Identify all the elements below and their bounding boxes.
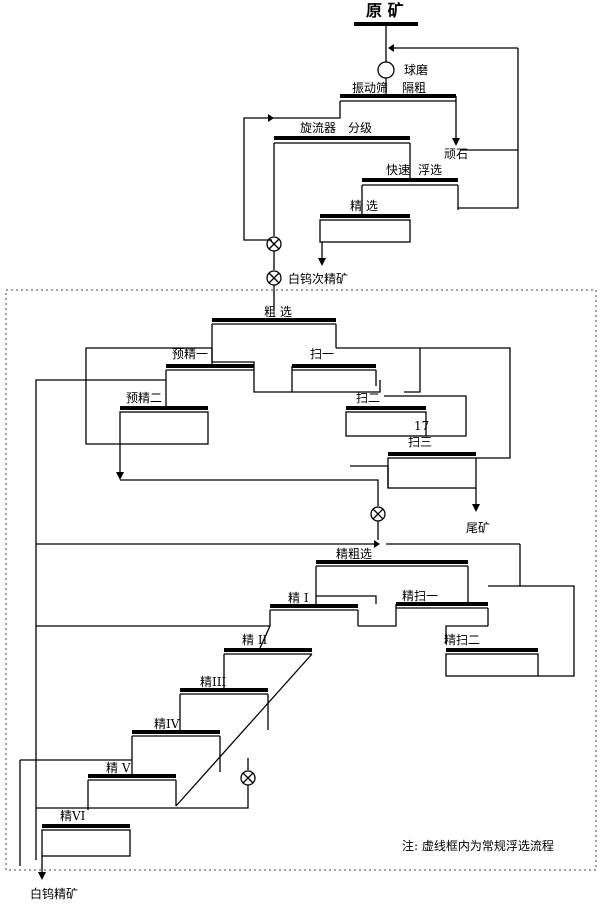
rougher-to-scav1 bbox=[211, 348, 293, 393]
clean-3-label: 精III bbox=[200, 675, 226, 689]
conventional-flotation-box bbox=[5, 289, 597, 871]
oversize-arrow bbox=[452, 138, 460, 146]
scav-1-label: 扫一 bbox=[310, 347, 334, 361]
scav-3-cell bbox=[387, 457, 477, 489]
note-text: 注: 虚线框内为常规浮选流程 bbox=[402, 838, 554, 853]
clean-4-label: 精IV bbox=[154, 717, 180, 731]
clean-5-label: 精 V bbox=[106, 761, 131, 775]
clean-6-cell bbox=[41, 829, 131, 857]
fast-label: 快速 bbox=[386, 163, 410, 177]
cleaning-label: 精 选 bbox=[350, 199, 378, 213]
final-concentrate-label: 白钨精矿 bbox=[30, 886, 78, 901]
number-17: 17 bbox=[414, 419, 429, 433]
clean-1-label: 精 I bbox=[288, 591, 309, 605]
vibrating-screen-label: 振动筛 bbox=[352, 80, 388, 95]
clean-scav-2-label: 精扫二 bbox=[444, 633, 480, 647]
left-recycle bbox=[243, 101, 341, 241]
outer-left-loop bbox=[35, 379, 270, 627]
pre2-to-mixer bbox=[120, 479, 379, 506]
clean-scav-2-cell bbox=[445, 653, 539, 677]
clean-rough-label: 精粗选 bbox=[336, 547, 372, 561]
rougher-label: 粗 选 bbox=[264, 305, 292, 319]
scav-2-label: 扫二 bbox=[356, 391, 380, 405]
clean-scav-1-label: 精扫一 bbox=[402, 589, 438, 603]
clean-2-label: 精 II bbox=[242, 633, 268, 647]
ball-mill-symbol bbox=[377, 61, 395, 79]
screen-oversize-label: 隔粗 bbox=[402, 81, 426, 95]
cleaning-cell bbox=[319, 219, 411, 243]
gravel-label: 顽石 bbox=[444, 147, 468, 161]
pre-clean-1-label: 预精一 bbox=[172, 347, 208, 361]
diagonal-return bbox=[175, 653, 313, 807]
secondary-concentrate-label: 白钨次精矿 bbox=[288, 271, 348, 286]
ball-mill-label: 球磨 bbox=[404, 63, 428, 77]
scav-3-label: 扫三 bbox=[408, 435, 432, 449]
cleaning-arrow bbox=[318, 258, 326, 266]
loop-pre1 bbox=[85, 347, 212, 445]
classifier-label: 旋流器 bbox=[300, 121, 336, 135]
flotation-label: 浮选 bbox=[418, 163, 442, 177]
pre-clean-2-label: 预精二 bbox=[126, 391, 162, 405]
arrow-to-mill bbox=[388, 44, 394, 52]
classification-label: 分级 bbox=[348, 121, 372, 135]
clean-6-label: 精VI bbox=[60, 809, 86, 823]
recycle-right bbox=[458, 48, 519, 209]
tailings-label: 尾矿 bbox=[466, 521, 490, 535]
pre-clean-2-cell bbox=[119, 411, 209, 445]
ore-title: 原 矿 bbox=[366, 1, 404, 20]
left-arrow bbox=[268, 114, 274, 122]
scav-2-cell bbox=[345, 411, 427, 437]
